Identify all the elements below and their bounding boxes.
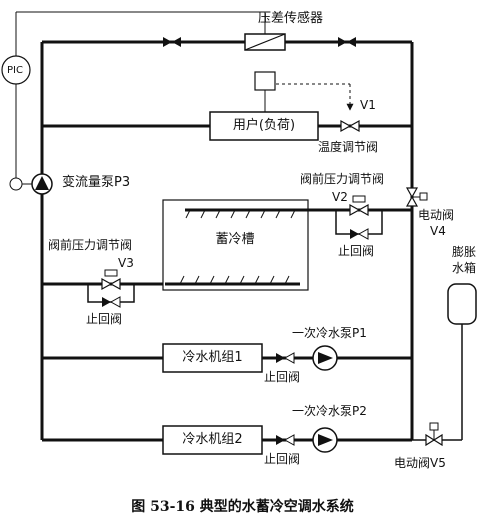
check-valve-left-label: 止回阀	[86, 312, 123, 326]
valve-v5-icon	[425, 422, 443, 447]
valve-v4-icon	[405, 187, 428, 207]
tank-diffuser-bottom	[179, 275, 290, 285]
temperature-sensor	[254, 71, 276, 91]
tank-diffuser-top	[185, 209, 296, 219]
valve-v1-icon	[340, 119, 360, 133]
valve-v4-name-label: 电动阀	[418, 208, 455, 222]
top-valve-right-icon	[338, 37, 356, 47]
check-valve-left-icon	[102, 296, 121, 308]
chiller1-box	[162, 343, 263, 373]
valve-v3-icon	[101, 269, 121, 291]
pump-p2-icon	[312, 427, 338, 453]
check-valve-right-label: 止回阀	[338, 244, 375, 258]
v1-label: V1	[360, 98, 376, 112]
v2-label: V2	[332, 190, 348, 204]
valve-v2-icon	[349, 195, 369, 217]
pic-label: PIC	[7, 65, 23, 76]
valve-v5-label: 电动阀V5	[394, 456, 446, 470]
v3-bypass	[87, 284, 135, 303]
user-load-box	[209, 111, 319, 141]
v4-label: V4	[430, 224, 446, 238]
pump-p2-label: 一次冷水泵P2	[292, 404, 367, 418]
chiller2-box	[162, 425, 263, 455]
pump-p1-icon	[312, 345, 338, 371]
storage-tank-label: 蓄冷槽	[215, 232, 255, 247]
temp-signal	[276, 83, 354, 111]
expansion-tank	[447, 283, 477, 325]
pump-motor-icon	[9, 177, 23, 191]
signal-lines	[15, 11, 266, 178]
pic-controller-icon	[1, 55, 31, 85]
chiller1-label: 冷水机组1	[182, 350, 243, 365]
pump-p3-icon	[31, 173, 53, 195]
v2-bypass	[335, 210, 383, 235]
check-valve-2-icon	[276, 434, 295, 446]
pump-p1-label: 一次冷水泵P1	[292, 326, 367, 340]
top-valves	[163, 37, 356, 47]
check-valve-1-icon	[276, 352, 295, 364]
temp-valve-label: 温度调节阀	[318, 140, 379, 154]
check-valve-1-label: 止回阀	[264, 370, 301, 384]
pre-valve-left-label: 阀前压力调节阀	[48, 238, 133, 252]
figure-caption: 图 53-16 典型的水蓄冷空调水系统	[131, 499, 354, 515]
dp-sensor-label: 压差传感器	[258, 11, 324, 26]
pump-p3-label: 变流量泵P3	[62, 175, 131, 190]
pre-valve-right-label: 阀前压力调节阀	[300, 172, 385, 186]
top-valve-left-icon	[163, 37, 181, 47]
v3-label: V3	[118, 256, 134, 270]
expansion-tank-label: 膨胀 水箱	[452, 245, 477, 275]
check-valve-right-icon	[350, 228, 369, 240]
check-valve-2-label: 止回阀	[264, 452, 301, 466]
user-load-label: 用户(负荷)	[232, 118, 296, 133]
chiller2-label: 冷水机组2	[182, 432, 243, 447]
